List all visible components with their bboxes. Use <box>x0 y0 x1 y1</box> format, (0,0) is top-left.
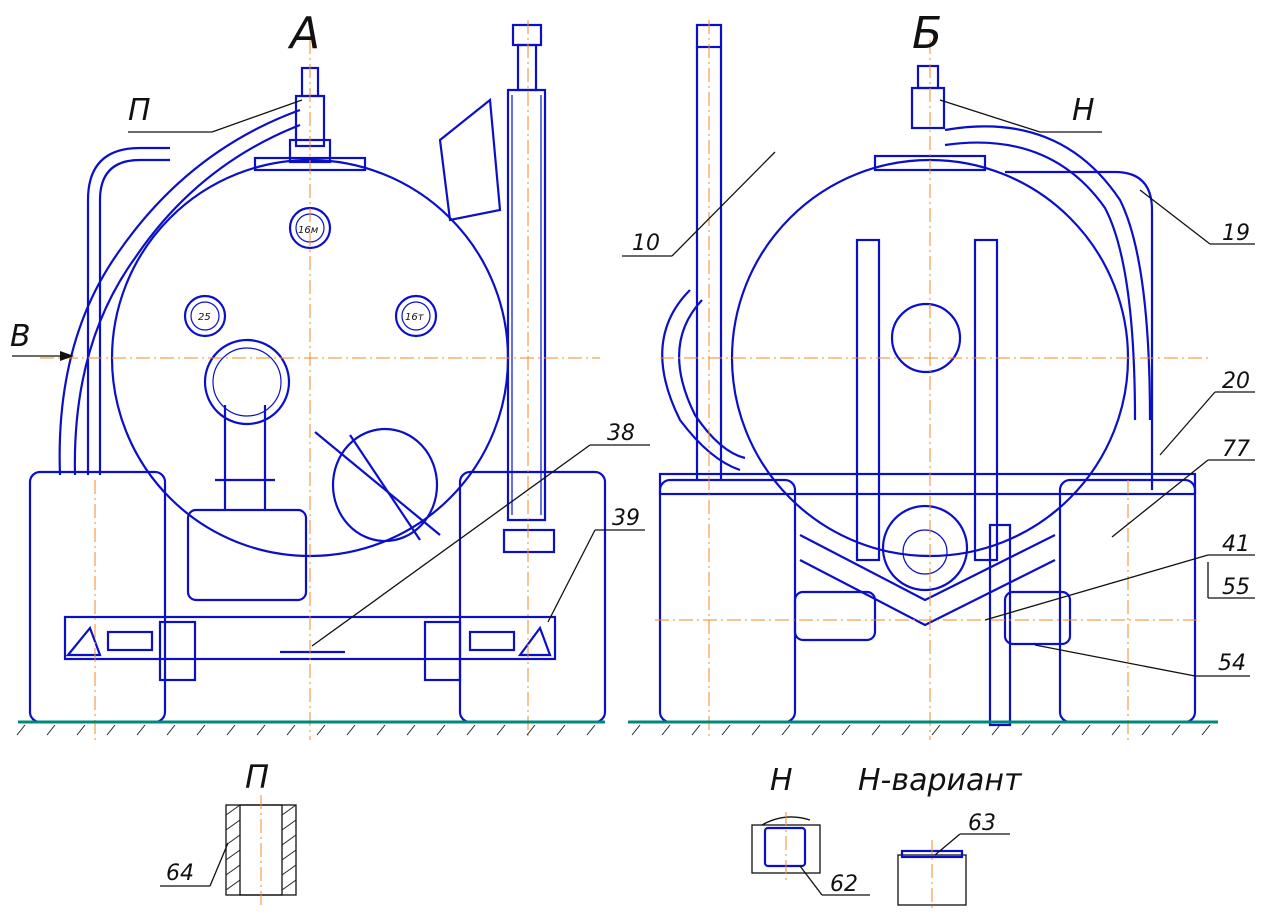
front-pump <box>186 508 308 602</box>
front-exhaust-cap <box>511 23 543 47</box>
callout-55: 55 <box>1222 575 1250 600</box>
rear-frame <box>658 472 1197 496</box>
callout-41: 41 <box>1222 532 1250 557</box>
detail-n-variant <box>897 833 1010 912</box>
callout-62: 62 <box>830 872 858 897</box>
front-right-light <box>423 620 462 682</box>
rear-left-pipe <box>695 47 723 480</box>
detail-p-title: П <box>245 758 269 796</box>
detail-n-variant-body <box>897 854 967 906</box>
callout-54: 54 <box>1218 651 1246 676</box>
front-gauge <box>203 338 291 426</box>
port-left-label: 25 <box>198 312 211 323</box>
marker-n: Н <box>1072 93 1095 128</box>
rear-left-light <box>793 590 877 642</box>
rear-hose <box>944 125 1152 421</box>
callout-39: 39 <box>612 506 640 531</box>
detail-n-variant-title: Н-вариант <box>858 763 1023 798</box>
front-ground-hatch <box>16 724 596 736</box>
callout-77: 77 <box>1222 437 1250 462</box>
rear-view-title: Б <box>912 8 942 59</box>
front-left-light <box>158 620 197 682</box>
front-hose-frame <box>98 158 170 475</box>
front-exhaust-pipe <box>506 88 547 522</box>
port-right <box>394 294 438 338</box>
rear-left-wheel <box>658 478 797 724</box>
callout-64: 64 <box>166 861 194 886</box>
marker-v: В <box>10 319 31 354</box>
rear-view <box>622 20 1255 740</box>
detail-n-title: Н <box>770 763 793 798</box>
front-valve-drum <box>331 427 439 543</box>
rear-support-leg <box>988 523 1012 727</box>
rear-manhole <box>890 302 962 374</box>
callout-20: 20 <box>1222 369 1250 394</box>
rear-bar-right <box>973 238 999 562</box>
port-right-label: 16т <box>405 312 425 323</box>
detail-p <box>160 795 297 905</box>
rear-pump <box>881 504 969 592</box>
callout-63: 63 <box>968 811 996 836</box>
callout-10: 10 <box>632 231 660 256</box>
front-view <box>12 20 650 740</box>
detail-n <box>751 812 870 896</box>
front-left-wheel <box>28 470 167 724</box>
rear-ground-hatch <box>631 724 1211 736</box>
callout-38: 38 <box>607 421 635 446</box>
rear-right-light <box>1003 590 1072 646</box>
front-frame-bracket <box>438 97 502 222</box>
port-top-label: 16м <box>298 225 319 236</box>
front-suction-hose <box>58 108 301 476</box>
marker-p: П <box>128 93 151 128</box>
callout-19: 19 <box>1222 221 1250 246</box>
rear-bar-left <box>855 238 881 562</box>
port-left <box>183 294 227 338</box>
front-view-title: А <box>287 8 320 59</box>
rear-top-pipe <box>916 64 940 90</box>
front-right-wheel <box>458 470 607 724</box>
